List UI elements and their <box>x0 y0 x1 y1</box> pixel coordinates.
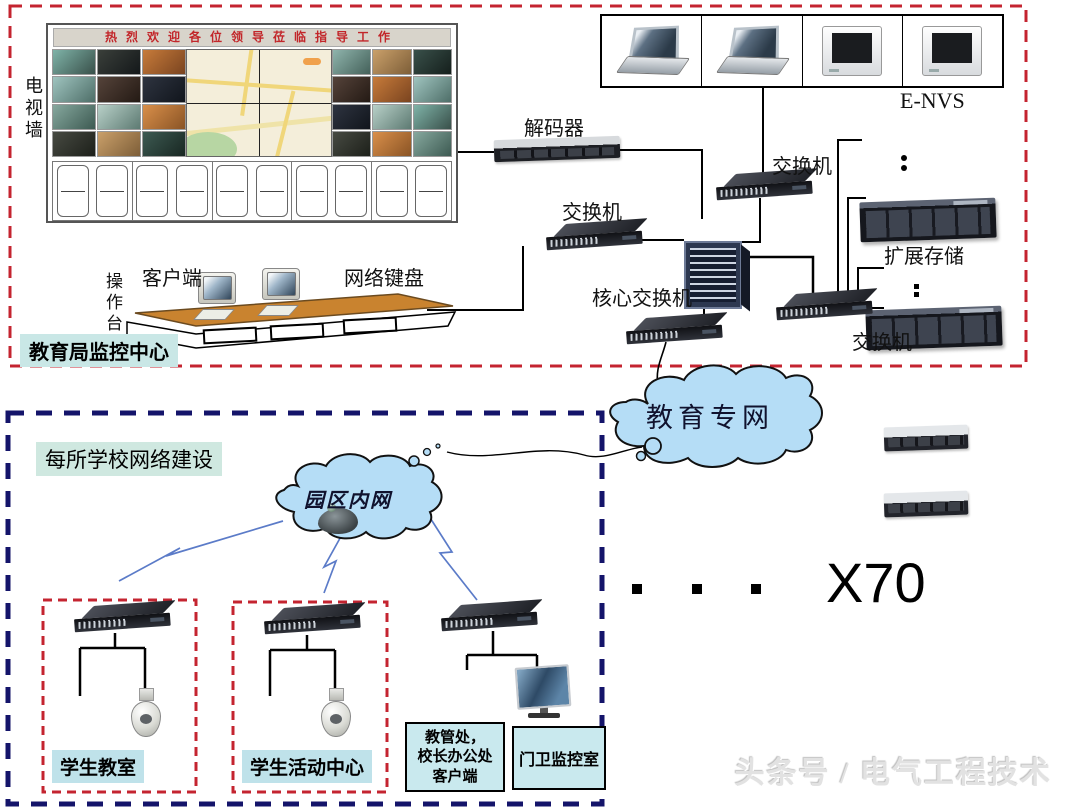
network-keyboard-label: 网络键盘 <box>344 268 424 290</box>
tv-wall-label: 电视墙 <box>23 76 43 142</box>
network-keyboard-icon <box>318 503 358 534</box>
dome-camera-icon <box>320 688 352 738</box>
equipment-cabinet-row <box>52 161 452 221</box>
gate-room-text: 门卫监控室 <box>518 752 599 769</box>
watermark-text: 头条号 / 电气工程技术 <box>734 757 1052 790</box>
laptop-client-icon <box>602 16 701 86</box>
camera-wall-left <box>52 49 186 157</box>
school-section-title: 每所学校网络建设 <box>36 442 222 476</box>
core-switch-device <box>684 241 742 309</box>
rack-cabinet <box>415 165 448 217</box>
camera-thumbnail <box>412 76 452 103</box>
stack-ellipsis-dots <box>901 155 919 297</box>
envs-server-1 <box>859 197 997 243</box>
campus-intranet-cloud <box>275 443 443 540</box>
camera-thumbnail <box>332 130 372 157</box>
client-workstation-icon <box>257 268 304 320</box>
console-label: 操作台 <box>103 272 122 335</box>
classroom-boundary <box>41 598 198 794</box>
envs-label: E-NVS <box>900 88 965 113</box>
rack-cabinet <box>255 165 288 217</box>
storage-unit-2 <box>883 490 969 518</box>
wireless-lightning-links <box>118 512 478 601</box>
camera-thumbnail <box>52 103 96 130</box>
camera-thumbnail <box>372 76 412 103</box>
rack-cabinet <box>56 165 89 217</box>
client-terminal-box <box>600 14 1004 88</box>
rack-cabinet <box>375 165 408 217</box>
camera-thumbnail <box>97 76 141 103</box>
ellipsis-dot <box>632 584 642 594</box>
welcome-banner: 热烈欢迎各位领导莅临指导工作 <box>53 28 451 47</box>
camera-thumbnail <box>412 49 452 76</box>
rack-cabinet-pair <box>372 162 451 220</box>
camera-thumbnail <box>52 76 96 103</box>
rack-cabinet-pair <box>292 162 373 220</box>
camera-thumbnail <box>412 130 452 157</box>
camera-thumbnail <box>142 130 186 157</box>
switch-label-bottom-right: 交换机 <box>852 332 912 354</box>
gate-room-label: 门卫监控室 <box>512 726 606 790</box>
storage-label: 扩展存储 <box>884 246 964 268</box>
activity-center-boundary <box>231 600 389 794</box>
camera-thumbnail <box>372 103 412 130</box>
monitor-center-title: 教育局监控中心 <box>20 334 178 367</box>
education-network-label: 教育专网 <box>646 403 774 433</box>
rack-cabinet <box>96 165 129 217</box>
rack-cabinet <box>216 165 249 217</box>
flat-monitor-icon <box>801 16 902 86</box>
rack-cabinet-pair <box>53 162 133 220</box>
rack-cabinet-pair <box>213 162 293 220</box>
camera-thumbnail <box>52 130 96 157</box>
office-client-label: 教管处， 校长办公处 客户端 <box>405 722 505 792</box>
camera-thumbnail <box>142 49 186 76</box>
camera-thumbnail <box>332 49 372 76</box>
school-section-boundary <box>5 410 605 807</box>
rack-cabinet <box>175 165 208 217</box>
classroom-label: 学生教室 <box>52 750 145 783</box>
office-client-line3: 客户端 <box>432 767 478 785</box>
camera-thumbnail <box>332 76 372 103</box>
camera-thumbnail <box>142 103 186 130</box>
cloud-link-line <box>446 446 643 458</box>
dome-camera-icon <box>130 688 162 738</box>
campus-intranet-label: 园区内网 <box>304 490 392 512</box>
camera-thumbnail <box>52 49 96 76</box>
camera-thumbnail <box>332 103 372 130</box>
ellipsis-dot <box>751 584 761 594</box>
camera-thumbnail <box>412 103 452 130</box>
activity-center-label: 学生活动中心 <box>242 750 373 783</box>
office-client-line1: 教管处， <box>424 728 485 746</box>
city-map <box>186 49 332 157</box>
core-switch-label: 核心交换机 <box>592 288 692 310</box>
camera-wall-right <box>332 49 452 157</box>
switch-label-top-right: 交换机 <box>772 156 832 178</box>
education-network-cloud <box>609 364 823 468</box>
storage-unit-1 <box>883 424 969 452</box>
rack-cabinet-pair <box>133 162 213 220</box>
camera-thumbnail <box>372 49 412 76</box>
tv-wall: 热烈欢迎各位领导莅临指导工作 <box>46 23 458 223</box>
camera-thumbnail <box>372 130 412 157</box>
ellipsis-dot <box>692 584 702 594</box>
laptop-client-icon <box>701 16 801 86</box>
gate-monitor-icon <box>514 664 572 722</box>
office-client-line2: 校长办公处 <box>417 748 493 766</box>
rack-cabinet <box>335 165 368 217</box>
multiplier-annotation: X70 <box>826 551 926 614</box>
camera-thumbnail <box>97 103 141 130</box>
switch-label-mid: 交换机 <box>562 202 622 224</box>
camera-thumbnail <box>142 76 186 103</box>
camera-thumbnail <box>97 130 141 157</box>
decoder-label: 解码器 <box>524 118 584 140</box>
rack-cabinet <box>296 165 329 217</box>
rack-cabinet <box>136 165 169 217</box>
monitor-center-boundary <box>8 4 1028 368</box>
connection-lines <box>78 84 884 696</box>
flat-monitor-icon <box>901 16 1002 86</box>
client-workstation-icon <box>193 272 240 324</box>
camera-thumbnail <box>97 49 141 76</box>
client-label: 客户端 <box>142 268 202 290</box>
